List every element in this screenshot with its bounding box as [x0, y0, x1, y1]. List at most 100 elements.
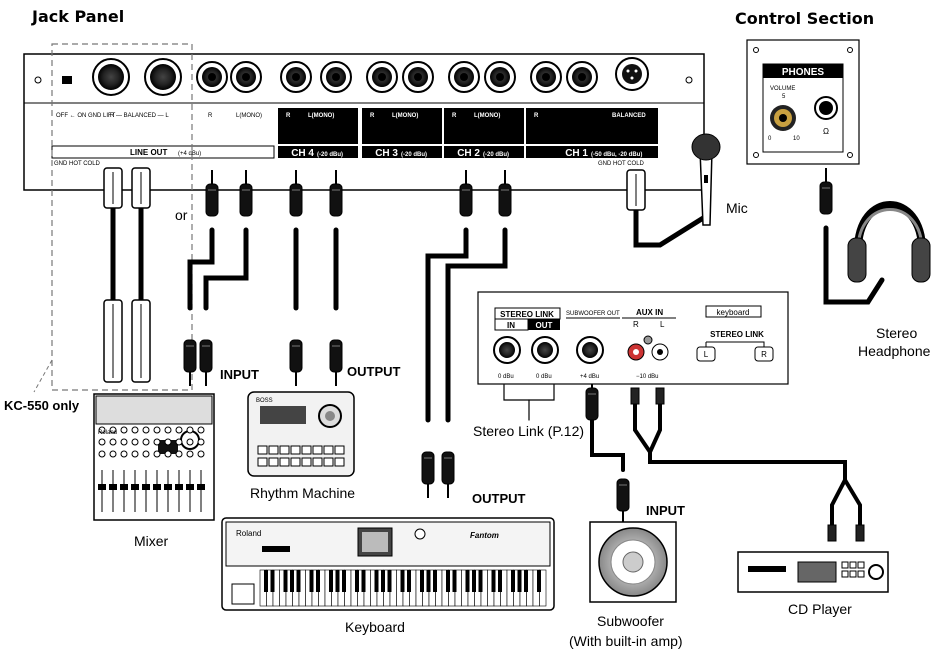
phone-jack-5[interactable] [366, 61, 398, 93]
headphone-label-2: Headphone [858, 343, 931, 359]
phone-jack-10[interactable] [566, 61, 598, 93]
mixer-knob [98, 426, 106, 434]
phone-jack-7[interactable] [448, 61, 480, 93]
phone-jack-4[interactable] [320, 61, 352, 93]
ground-switch-label: OFF ← ON GND LIFT [56, 113, 116, 119]
aux-in-label: AUX IN [636, 308, 663, 317]
rca-plug [655, 387, 665, 405]
phone-jack-9[interactable] [530, 61, 562, 93]
keyboard-black-key [374, 570, 379, 592]
mixer-knob [197, 426, 205, 434]
keyboard-black-key [355, 570, 359, 592]
rca-plug [827, 524, 837, 542]
keyboard-black-key [491, 570, 496, 592]
stereo-link-label: STEREO LINK [500, 310, 554, 319]
stereo-link-in-jack[interactable] [493, 336, 521, 364]
balanced-label: R — BALANCED — L [110, 113, 169, 119]
volume-knob[interactable] [770, 105, 796, 131]
phone-plug [819, 168, 833, 215]
mixer-fader [164, 484, 172, 490]
mixer-knob [197, 450, 205, 458]
keyboard-black-key [316, 570, 320, 592]
phone-plug [239, 170, 253, 217]
stereo-link-l-button[interactable]: L [696, 346, 716, 362]
phone-plug [199, 339, 213, 386]
phone-jack-6[interactable] [402, 61, 434, 93]
keyboard-black-key [342, 570, 346, 592]
aux-in-r-jack[interactable] [627, 343, 645, 361]
xlr-legend-left: GND HOT COLD [54, 161, 101, 167]
mixer-knob [120, 438, 128, 446]
phone-jack-3[interactable] [280, 61, 312, 93]
channel-r-label: R [452, 113, 457, 119]
keyboard-icon: Roland Fantom [221, 517, 555, 611]
aux-l-label: L [660, 320, 665, 329]
mic-label: Mic [726, 200, 748, 216]
keyboard-black-key [400, 570, 405, 592]
headphone-glyph: Ω [823, 127, 829, 136]
keyboard-black-key [426, 570, 431, 592]
mixer-brand: Roland [98, 430, 117, 436]
stereo-link-in-label: IN [507, 321, 515, 330]
phone-plug [459, 170, 473, 217]
keyboard-black-key [361, 570, 366, 592]
phone-plug [205, 170, 219, 217]
mixer-knob [164, 426, 172, 434]
keyboard-black-key [270, 570, 275, 592]
channel-name: CH 1 [565, 148, 588, 159]
channel-name: CH 4 [291, 148, 314, 159]
phone-jack-2[interactable] [230, 61, 262, 93]
phones-jack[interactable] [814, 96, 838, 120]
phone-jack-1[interactable] [196, 61, 228, 93]
mixer-fader [197, 484, 205, 490]
rhythm-pad [279, 445, 290, 455]
input-label-2: INPUT [646, 503, 685, 518]
kc550-label: KC-550 only [4, 398, 80, 413]
mixer-fader [120, 484, 128, 490]
rhythm-pad [334, 445, 345, 455]
xlr-line-out-r[interactable] [92, 58, 130, 96]
xlr-mic-input[interactable] [615, 57, 649, 91]
mixer-knob [153, 438, 161, 446]
keyboard-black-key [498, 570, 502, 592]
xlr-line-out-l[interactable] [144, 58, 182, 96]
mixer-knob [120, 450, 128, 458]
keyboard-black-key [517, 570, 522, 592]
subwoofer-out-jack[interactable] [576, 336, 604, 364]
mixer-knob [153, 450, 161, 458]
keyboard-black-key [537, 570, 541, 592]
line-r-label: R [208, 113, 213, 119]
keyboard-black-key [335, 570, 340, 592]
mixer-knob [109, 426, 117, 434]
control-section-title: Control Section [735, 9, 874, 28]
rhythm-pad [301, 457, 312, 467]
stereo-link-r-button[interactable]: R [754, 346, 774, 362]
channel-l-label: L(MONO) [308, 113, 334, 119]
keyboard-black-key [290, 570, 294, 592]
cables [110, 197, 885, 527]
rhythm-pad [323, 457, 334, 467]
rhythm-pad [268, 445, 279, 455]
rhythm-pad [323, 445, 334, 455]
keyboard-black-key [264, 570, 268, 592]
mixer-fader [142, 484, 150, 490]
mixer-knob [98, 450, 106, 458]
stereo-link-out-jack[interactable] [531, 336, 559, 364]
keyboard-black-key [524, 570, 528, 592]
xlr-plug [131, 299, 151, 383]
phone-plug [289, 170, 303, 217]
mixer-fader [186, 484, 194, 490]
mixer-knob [164, 450, 172, 458]
ground-lift-switch[interactable] [62, 76, 72, 84]
xlr-plug [103, 167, 123, 209]
aux-in-l-jack[interactable] [651, 343, 669, 361]
phone-jack-8[interactable] [484, 61, 516, 93]
channel-r-label: R [286, 113, 291, 119]
cd-button [841, 561, 849, 569]
mixer-knob [120, 426, 128, 434]
